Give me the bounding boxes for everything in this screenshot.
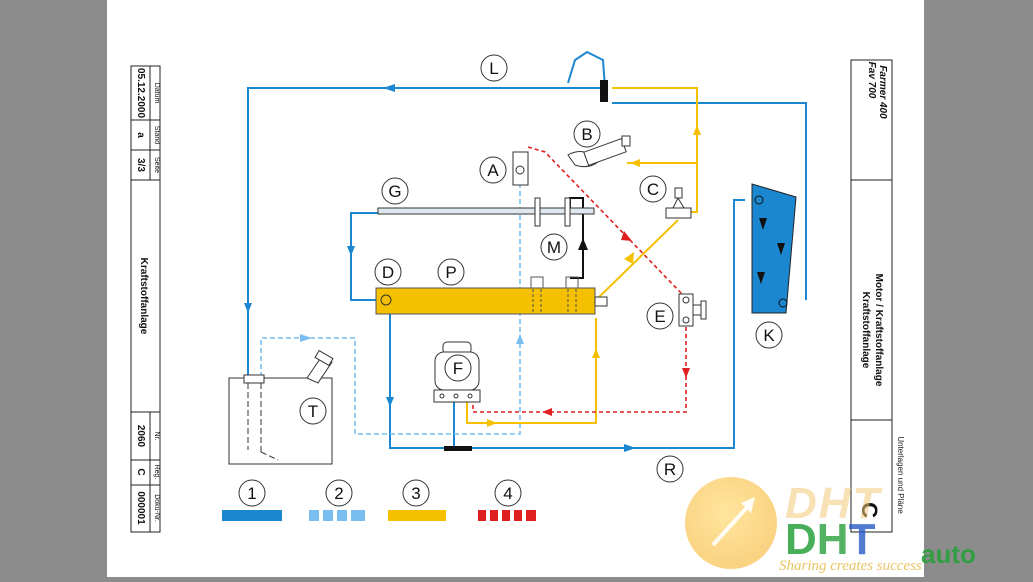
injector-rail bbox=[377, 207, 595, 215]
feed-connector bbox=[444, 446, 472, 451]
yellow-arrow-up bbox=[693, 125, 701, 135]
yellow-arrow-diag bbox=[624, 252, 634, 264]
yellow-arrow-up-2 bbox=[592, 348, 600, 358]
label-a: A bbox=[487, 161, 499, 180]
stand-header: Stand bbox=[153, 126, 160, 144]
label-r: R bbox=[664, 460, 676, 479]
label-e: E bbox=[654, 307, 665, 326]
return-line-arrow bbox=[383, 84, 395, 92]
return-connector bbox=[600, 80, 608, 102]
label-p: P bbox=[445, 263, 456, 282]
down-arrow-d bbox=[386, 397, 394, 407]
legend-swatch-2 bbox=[309, 510, 365, 521]
pump-inlet bbox=[380, 294, 392, 306]
component-labels bbox=[299, 54, 783, 483]
doc-header: Doku-Nr. bbox=[153, 494, 160, 522]
light-blue-dashed bbox=[260, 183, 521, 435]
legend-label-4: 4 bbox=[503, 484, 512, 503]
section-title: Kraftstoffanlage bbox=[860, 292, 871, 369]
injection-pump bbox=[375, 287, 596, 315]
label-b: B bbox=[581, 125, 592, 144]
label-c: C bbox=[647, 180, 659, 199]
label-k: K bbox=[763, 326, 775, 345]
yellow-arrow-right bbox=[487, 419, 497, 427]
valve-c bbox=[665, 187, 692, 219]
sensor-a-port bbox=[515, 165, 525, 175]
legend-swatch-1 bbox=[222, 510, 282, 521]
date-header: Datum bbox=[153, 83, 160, 104]
black-arrow-up bbox=[578, 238, 588, 250]
down-arrow-left bbox=[244, 303, 252, 313]
right-title-block: Farmer 400 Fav 700 Motor / Kraftstoffanl… bbox=[850, 59, 905, 533]
legend: 1 2 3 4 bbox=[222, 479, 536, 521]
red-arrow-diag bbox=[621, 231, 632, 241]
fuel-system-diagram: Datum 05.12.2000 Stand a Seite 3/3 Kraft… bbox=[130, 50, 905, 533]
dashed-arrow-up bbox=[516, 334, 524, 344]
left-title-block: Datum 05.12.2000 Stand a Seite 3/3 Kraft… bbox=[130, 65, 161, 533]
right-arrow-r bbox=[624, 444, 636, 452]
document-page: Datum 05.12.2000 Stand a Seite 3/3 Kraft… bbox=[107, 0, 924, 577]
reg-value: C bbox=[135, 468, 146, 475]
legend-label-1: 1 bbox=[247, 484, 256, 503]
heater-b bbox=[567, 135, 631, 168]
doc-value: 000001 bbox=[135, 491, 146, 525]
section-subtitle: Motor / Kraftstoffanlage bbox=[873, 274, 884, 387]
reg-header: Reg. bbox=[153, 465, 160, 480]
watermark-brand-auto: auto bbox=[921, 539, 976, 569]
number-header: Nr. bbox=[153, 432, 160, 441]
red-dashed bbox=[472, 146, 687, 413]
legend-swatch-3 bbox=[388, 510, 446, 521]
label-g: G bbox=[388, 182, 401, 201]
page-header: Seite bbox=[153, 157, 160, 173]
legend-label-2: 2 bbox=[334, 484, 343, 503]
dashed-arrow-right bbox=[300, 334, 312, 342]
model-line-1: Farmer 400 bbox=[877, 65, 888, 119]
legend-swatch-4 bbox=[478, 510, 536, 521]
label-l: L bbox=[489, 59, 498, 78]
label-t: T bbox=[308, 402, 318, 421]
legend-label-3: 3 bbox=[411, 484, 420, 503]
page-value: 3/3 bbox=[135, 158, 146, 172]
label-m: M bbox=[547, 238, 561, 257]
red-arrow-down bbox=[682, 368, 690, 378]
stand-value: a bbox=[135, 132, 146, 138]
sensor-a bbox=[512, 151, 529, 186]
date-value: 05.12.2000 bbox=[135, 68, 146, 118]
section-letter: C bbox=[857, 502, 882, 518]
shutoff-e bbox=[678, 293, 707, 327]
model-line-2: Fav 700 bbox=[866, 62, 877, 99]
pump-elements bbox=[530, 276, 579, 314]
down-arrow-filter bbox=[347, 246, 355, 256]
documents-label: Unterlagen und Pläne bbox=[896, 436, 905, 514]
left-block-title: Kraftstoffanlage bbox=[138, 258, 149, 335]
injectors bbox=[534, 197, 571, 227]
yellow-arrow-left bbox=[630, 159, 640, 167]
red-arrow-left bbox=[542, 408, 552, 416]
pump-fitting bbox=[594, 296, 608, 307]
label-f: F bbox=[453, 359, 463, 378]
label-d: D bbox=[382, 263, 394, 282]
number-value: 2060 bbox=[135, 425, 146, 448]
fuel-cooler-k bbox=[751, 183, 797, 314]
